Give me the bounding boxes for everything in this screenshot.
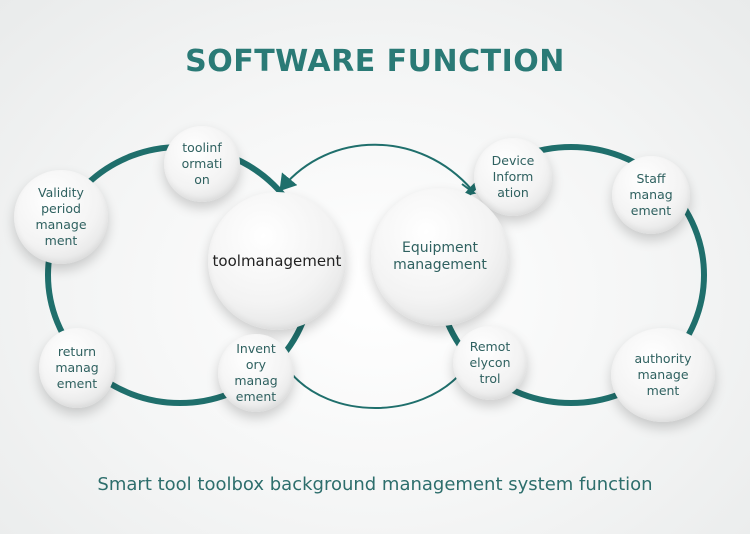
node-device-information: Device Inform ation <box>474 138 552 216</box>
diagram-caption: Smart tool toolbox background management… <box>97 474 653 495</box>
page-title: SOFTWARE FUNCTION <box>185 44 565 79</box>
node-tool-information: toolinf ormati on <box>164 126 240 202</box>
node-tool-management: toolmanagement <box>208 192 346 330</box>
node-return-management: return manag ement <box>39 328 115 408</box>
node-authority-management: authority manage ment <box>611 328 715 422</box>
node-validity-period-management: Validity period manage ment <box>14 170 108 264</box>
node-equipment-management: Equipment management <box>371 188 509 326</box>
node-inventory-management: Invent ory manag ement <box>218 334 294 412</box>
node-remote-control: Remot elycon trol <box>453 326 527 400</box>
top-arrow-arc <box>279 143 473 192</box>
node-staff-management: Staff manag ement <box>612 156 690 234</box>
bottom-arrow-arc <box>289 371 463 409</box>
